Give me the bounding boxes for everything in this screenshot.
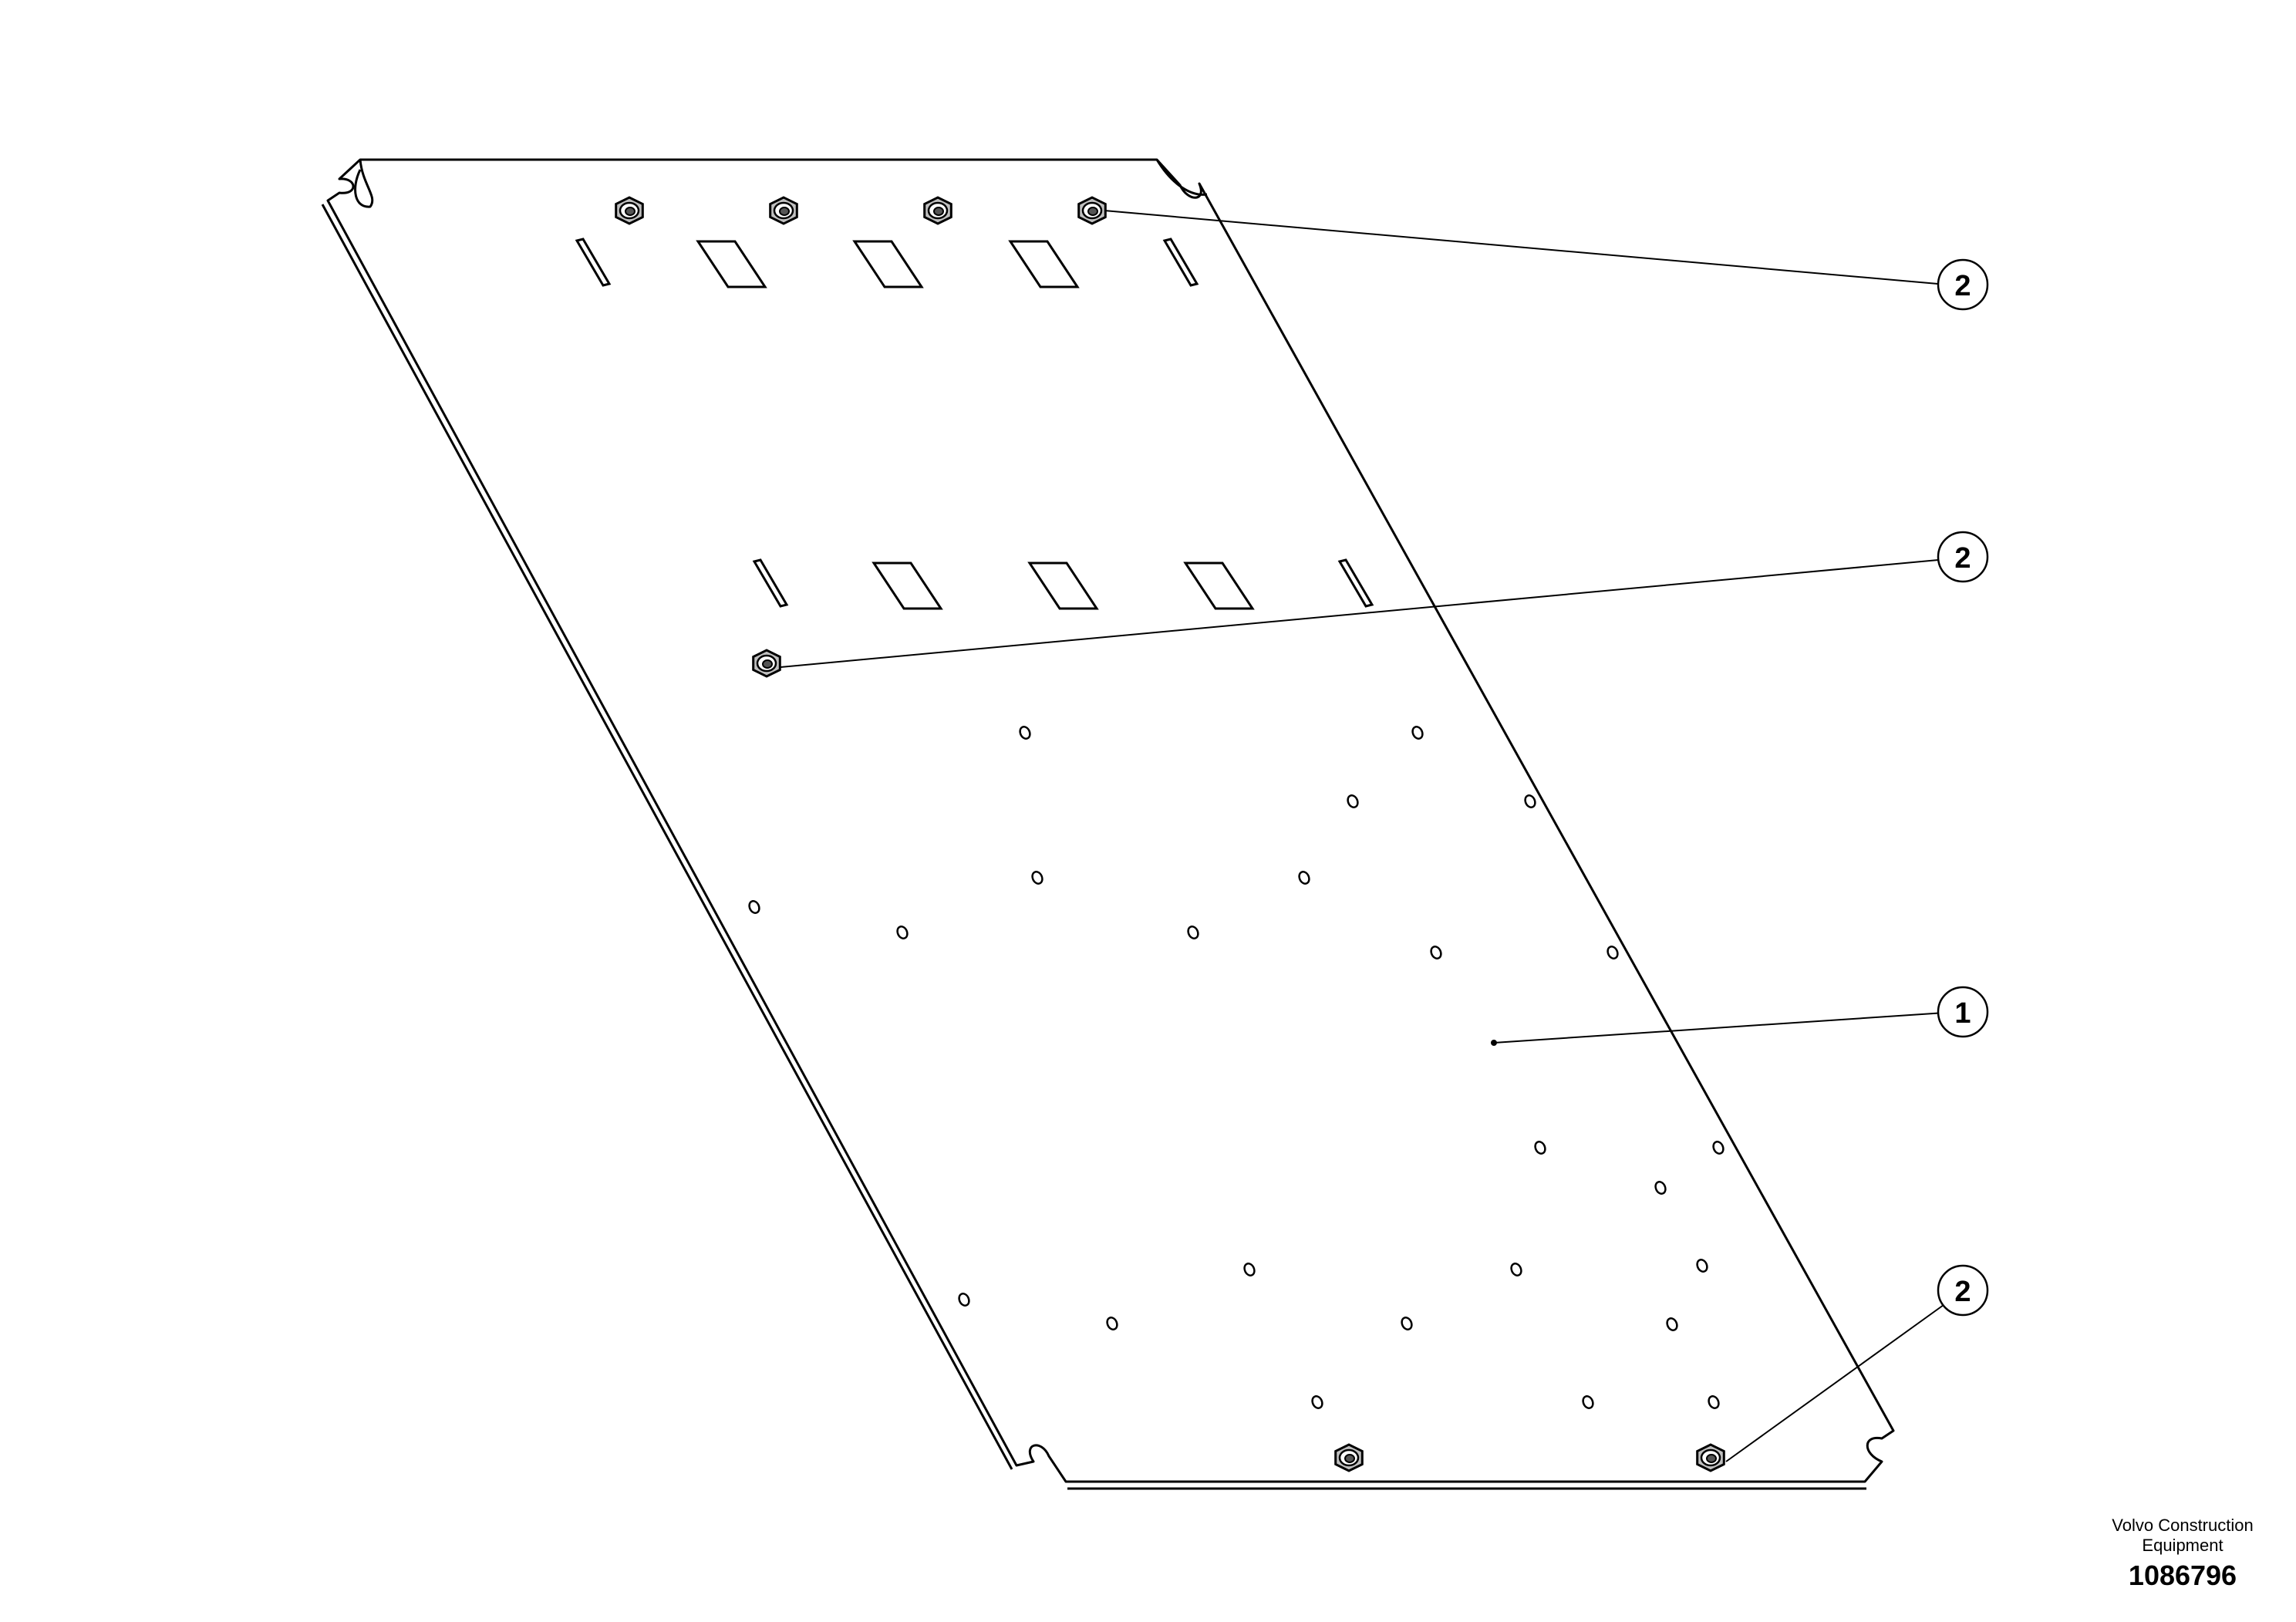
mounting-hole [1187,926,1199,939]
slot-narrow [1337,558,1374,608]
callout-balloon: 1 [1937,986,1989,1038]
mounting-hole [1534,1141,1546,1155]
hex-nut [1696,1443,1725,1472]
company-name-line1: Volvo Construction [2112,1516,2254,1535]
top-left-notch [354,159,374,208]
leader-line [1725,1304,1944,1462]
middle-slot-row [752,558,1374,610]
plate-outline [326,158,1895,1483]
callout-balloons: 2 2 1 2 [1937,258,1989,1317]
mounting-hole [1401,1317,1413,1330]
company-name-line2: Equipment [2142,1536,2224,1555]
callout-balloon: 2 [1937,258,1989,311]
hex-nut [769,196,798,225]
leader-lines [780,210,1947,1462]
callout-balloon: 2 [1937,531,1989,583]
title-block: Volvo Construction Equipment 1086796 [2082,1516,2283,1593]
slot-window [872,561,943,610]
mounting-hole [1524,794,1536,808]
hex-nut [1334,1443,1364,1472]
top-right-notch [1155,159,1208,196]
upper-slot-row [575,238,1199,288]
leader-line [1104,210,1947,285]
leader-line [780,558,1947,668]
mounting-holes [748,726,1725,1409]
mounting-hole [1411,726,1424,740]
hex-nut [923,196,952,225]
slot-narrow [1162,238,1199,287]
callout-label: 2 [1954,1276,1971,1308]
slot-narrow [752,558,789,608]
mounting-hole [1582,1395,1594,1409]
callout-label: 2 [1954,270,1971,302]
mounting-hole [1298,871,1310,885]
nuts-item-2 [615,196,1725,1472]
slot-window [1008,240,1080,288]
mounting-hole [1708,1395,1720,1409]
cover-plate [321,158,1895,1490]
mounting-hole [1696,1259,1708,1273]
leader-line [1493,1012,1946,1044]
callout-label: 1 [1954,997,1971,1030]
mounting-hole [1607,946,1619,959]
slot-window [1027,561,1099,610]
mounting-hole [1019,726,1031,740]
mounting-hole [1031,871,1043,885]
mounting-hole [1347,794,1359,808]
mounting-hole [1510,1263,1522,1276]
drawing-number: 1086796 [2128,1560,2237,1591]
slot-narrow [575,238,612,287]
mounting-hole [1666,1317,1678,1331]
mounting-hole [1712,1141,1725,1155]
mounting-hole [1243,1263,1256,1276]
mounting-hole [1430,946,1442,959]
mounting-hole [748,900,760,914]
mounting-hole [896,926,909,939]
hex-nut [1077,196,1107,225]
slot-window [696,240,767,288]
callout-balloon: 2 [1937,1264,1989,1317]
slot-window [1183,561,1255,610]
slot-window [852,240,924,288]
plate-thickness-edge [321,204,1866,1490]
mounting-hole [1311,1395,1323,1409]
hex-nut [752,649,781,678]
leader-end-dot [1491,1040,1497,1046]
hex-nut [615,196,644,225]
mounting-hole [1654,1181,1667,1195]
mounting-hole [1106,1317,1118,1330]
mounting-hole [958,1293,970,1307]
callout-label: 2 [1954,542,1971,575]
